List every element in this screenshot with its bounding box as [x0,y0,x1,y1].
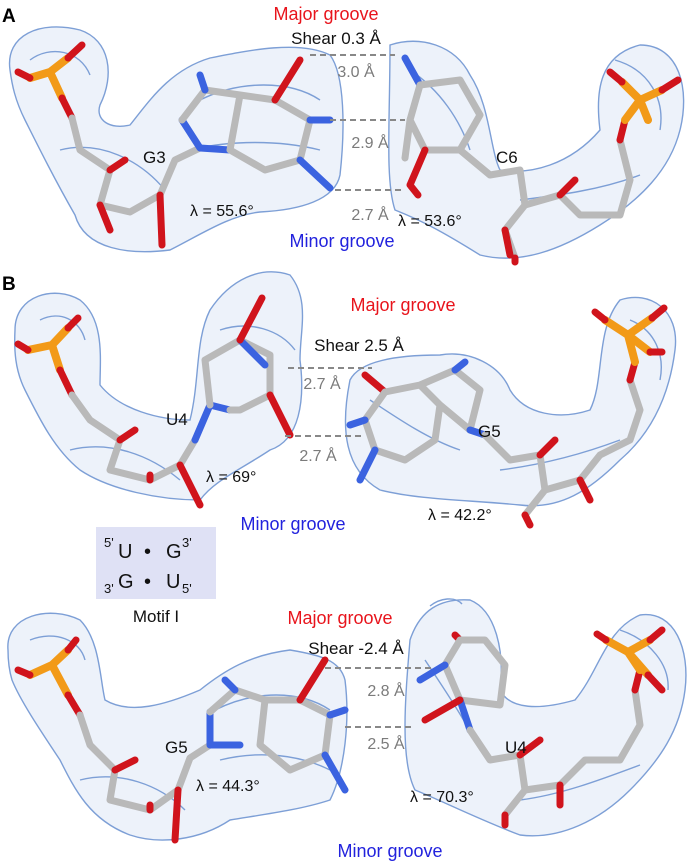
panel-b-bottom-major-groove-label: Major groove [287,608,392,628]
motif-bottom-dot: • [144,571,151,593]
panel-b-bottom-right-angle: λ = 70.3° [410,789,474,806]
panel-a-major-groove-label: Major groove [273,4,378,24]
motif-bottom-right-base: U [166,571,180,593]
panel-b-top-right-residue: G5 [478,422,501,441]
motif-title: Motif I [133,607,179,626]
panel-b-bottom: Major groove Shear -2.4 Å 2.8 Å 2.5 Å G5… [7,598,687,861]
motif-bottom-left-base: G [118,571,134,593]
motif-bottom-5prime: 5' [182,581,192,596]
panel-b-top: B [2,271,677,534]
panel-b-top-minor-groove-label: Minor groove [240,514,345,534]
panel-a-distance-1: 3.0 Å [337,62,375,81]
panel-a-g3-molecule [14,41,334,249]
panel-a-c6-molecule [401,54,682,266]
panel-a-right-angle: λ = 53.6° [398,213,462,230]
motif-bottom-3prime: 3' [104,581,114,596]
panel-b-bottom-left-density-mesh [7,612,348,841]
motif-box [96,527,216,599]
panel-b-top-major-groove-label: Major groove [350,295,455,315]
panel-b-bottom-shear-label: Shear -2.4 Å [308,639,404,658]
panel-b-bottom-right-residue: U4 [505,738,527,757]
motif-top-left-base: U [118,541,132,563]
panel-a-distance-2: 2.9 Å [351,133,389,152]
panel-b-letter: B [2,274,16,295]
motif-top-right-base: G [166,541,182,563]
panel-b-top-left-residue: U4 [166,410,188,429]
motif-top-dot: • [144,541,151,563]
panel-b-bottom-minor-groove-label: Minor groove [337,841,442,861]
motif-diagram: 5' U • G 3' 3' G • U 5' Motif I [96,527,216,626]
panel-b-bottom-distance-1: 2.8 Å [367,681,405,700]
panel-b-bottom-left-angle: λ = 44.3° [196,778,260,795]
panel-a: A [2,4,685,266]
panel-b-top-distance-1: 2.7 Å [303,374,341,393]
panel-b-top-shear-label: Shear 2.5 Å [314,336,404,355]
panel-a-left-residue: G3 [143,148,166,167]
panel-b-u4-molecule [14,294,294,509]
panel-b-top-left-density-mesh [14,271,304,501]
panel-a-left-density-mesh [8,26,344,253]
panel-b-top-right-density-mesh [344,296,677,507]
panel-a-left-angle: λ = 55.6° [190,203,254,220]
panel-a-shear-label: Shear 0.3 Å [291,29,381,48]
panel-a-letter: A [2,6,16,27]
motif-top-3prime: 3' [182,535,192,550]
panel-a-minor-groove-label: Minor groove [289,231,394,251]
motif-top-5prime: 5' [104,535,114,550]
panel-b-bottom-g5-molecule [14,636,349,844]
panel-b-top-distance-2: 2.7 Å [299,446,337,465]
panel-a-distance-3: 2.7 Å [351,205,389,224]
panel-b-bottom-left-residue: G5 [165,738,188,757]
panel-a-right-density-mesh [388,40,685,259]
panel-b-g5-molecule [346,304,668,529]
panel-b-top-right-angle: λ = 42.2° [428,507,492,524]
panel-a-right-residue: C6 [496,148,518,167]
panel-b-top-left-angle: λ = 69° [206,469,256,486]
panel-b-bottom-distance-2: 2.5 Å [367,734,405,753]
panel-b-bottom-u4-molecule [416,626,666,829]
